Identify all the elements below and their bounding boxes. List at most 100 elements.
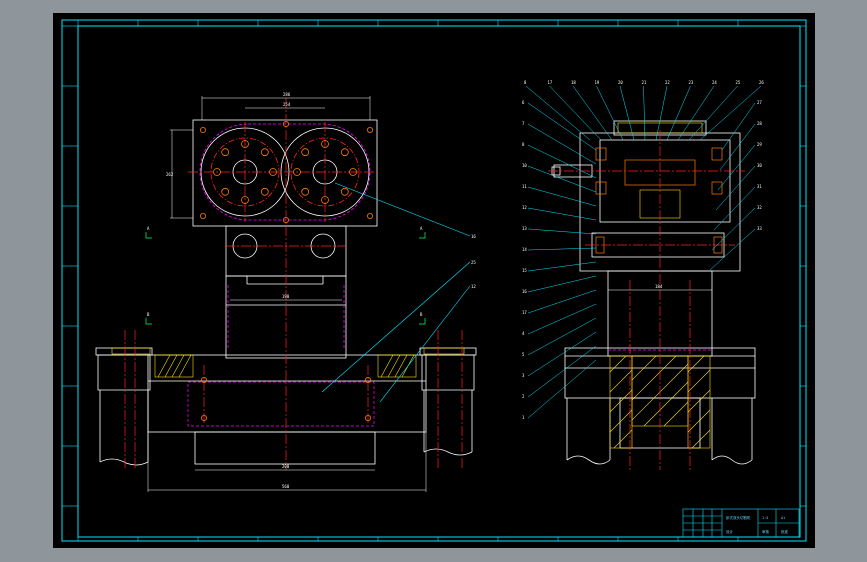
- gear-bolt-hole: [293, 168, 301, 176]
- drawing-sheet: [53, 13, 815, 548]
- hatch-right-cap: [423, 347, 465, 355]
- front-bolts: [199, 121, 373, 421]
- fastener-bolt: [200, 414, 207, 421]
- gear-hidden-outline: [199, 123, 371, 221]
- section-a-left-mark: [145, 232, 152, 239]
- hatch-lines-left: [157, 354, 192, 378]
- fastener-bolt: [364, 414, 371, 421]
- side-leader: [527, 228, 597, 235]
- gear-bolt-hole: [349, 168, 357, 176]
- dim-lower-width: 200: [282, 464, 290, 469]
- side-leader: [655, 85, 668, 141]
- rail-left-break: [99, 458, 149, 466]
- gear-bolt-hole: [241, 140, 249, 148]
- inner-frame: [77, 25, 801, 538]
- base-foot: [194, 431, 376, 465]
- dim-mid-width: 190: [282, 294, 290, 299]
- section-a-right-mark: [419, 232, 426, 239]
- rail-left-body: [97, 354, 151, 391]
- leader-front-25: [321, 261, 471, 393]
- hatch-right-block: [377, 354, 417, 378]
- gear-bolt-hole: [260, 148, 269, 157]
- leader-front-16: [334, 182, 471, 237]
- side-callout-top: 17: [548, 80, 553, 85]
- rail-right-break: [423, 448, 473, 456]
- gear-bolt-hole: [213, 168, 221, 176]
- side-callout-top: 19: [595, 80, 600, 85]
- side-callout-left: 12: [522, 205, 527, 210]
- side-callout-right: 28: [757, 121, 762, 126]
- side-leader: [715, 165, 756, 211]
- side-leader: [713, 186, 756, 231]
- side-callout-right: 32: [757, 205, 762, 210]
- side-leader: [527, 303, 597, 335]
- side-callout-right: 27: [757, 100, 762, 105]
- gear-bolt-hole: [301, 187, 310, 196]
- gear-bolt-hole: [260, 187, 269, 196]
- callout-front-16: 16: [471, 234, 476, 239]
- side-leader: [527, 331, 597, 377]
- fastener-bolt: [282, 121, 289, 128]
- side-callout-left: 13: [522, 226, 527, 231]
- side-leader: [527, 261, 597, 272]
- side-leader: [596, 85, 624, 141]
- hidden-base-pocket: [187, 381, 375, 427]
- side-leader: [721, 102, 756, 151]
- section-markers: [145, 232, 426, 325]
- gear-bolt-hole: [321, 196, 329, 204]
- dim-top-inner: 254: [283, 102, 291, 107]
- gear-bolt-hole: [301, 148, 310, 157]
- fastener-bolt: [199, 127, 206, 134]
- side-leader: [699, 85, 762, 141]
- side-leader: [527, 186, 597, 207]
- side-callout-left: 10: [522, 163, 527, 168]
- tb-drawn: 设计: [726, 529, 734, 534]
- frame-zone-ticks: [62, 20, 806, 541]
- side-callout-top: 21: [642, 80, 647, 85]
- tb-approved: 批准: [781, 529, 789, 534]
- side-callout-left: 4: [522, 331, 525, 336]
- side-leg-right: [711, 398, 753, 460]
- side-leader: [527, 275, 597, 293]
- side-leader: [666, 85, 691, 141]
- fastener-bolt: [366, 127, 373, 134]
- side-callout-left: 7: [522, 121, 525, 126]
- tb-scale: 1:5: [762, 516, 768, 520]
- side-leader: [527, 317, 597, 356]
- fastener-bolt: [200, 376, 207, 383]
- side-hatch-lines-r: [687, 355, 711, 449]
- side-hatch-lines-l: [609, 355, 633, 449]
- side-callout-left: 5: [522, 352, 525, 357]
- side-callout-left: 16: [522, 289, 527, 294]
- tb-sheet: A1: [781, 516, 785, 520]
- side-callout-top: 23: [689, 80, 694, 85]
- tb-title: 卧式双头切割机: [726, 515, 751, 520]
- outer-frame: [61, 19, 807, 542]
- section-b-left-mark: [145, 318, 152, 325]
- section-a-right: A: [420, 226, 423, 231]
- side-leaders: [525, 85, 762, 419]
- side-callout-top: 18: [571, 80, 576, 85]
- side-callout-left: 8: [522, 142, 525, 147]
- side-leader: [525, 85, 591, 141]
- side-leader: [619, 85, 635, 141]
- side-leg-left-break: [566, 455, 611, 465]
- gear-bolt-hole: [221, 187, 230, 196]
- section-a-left: A: [147, 226, 150, 231]
- fastener-bolt: [364, 376, 371, 383]
- side-dim-shaft-width: 184: [655, 284, 663, 289]
- bearing-r-bot: [711, 181, 723, 195]
- hatch-left-block: [154, 354, 194, 378]
- side-callout-top: 26: [759, 80, 764, 85]
- side-leader: [717, 144, 756, 191]
- side-leader: [549, 85, 602, 141]
- side-leader: [527, 144, 597, 179]
- side-callout-top: 22: [665, 80, 670, 85]
- side-callout-left: 15: [522, 268, 527, 273]
- side-callout-top: 8: [524, 80, 527, 85]
- front-dimensions: [147, 96, 427, 492]
- side-callout-right: 30: [757, 163, 762, 168]
